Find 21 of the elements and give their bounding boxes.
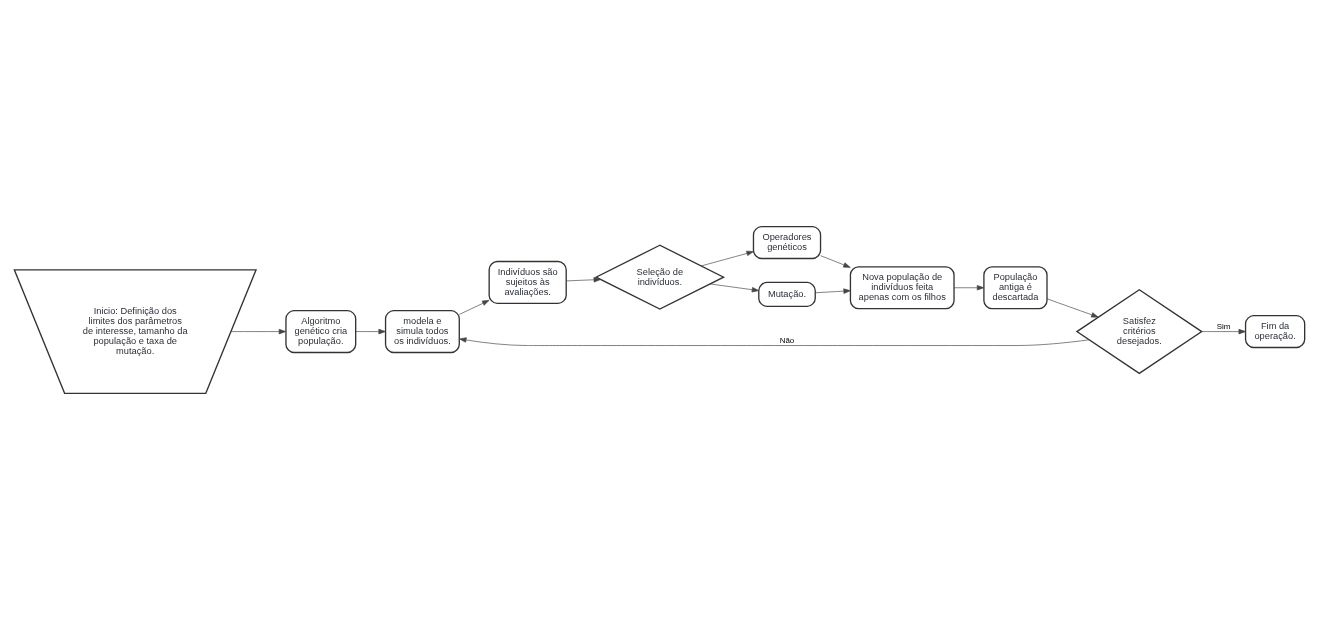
arrow <box>709 283 760 292</box>
arrow <box>1046 298 1099 317</box>
node-box: modela e simula todos os indivíduos. <box>384 309 460 353</box>
arrow <box>459 299 490 315</box>
arrow <box>459 336 1090 346</box>
arrow <box>566 276 601 282</box>
node-box: População antiga é descartada <box>983 265 1048 309</box>
node-diamond: Satisfez critérios desejados. <box>1075 288 1203 374</box>
arrow <box>1201 328 1246 334</box>
node-box: Fim da operação. <box>1244 314 1306 348</box>
arrow <box>701 250 754 266</box>
arrow <box>355 328 386 334</box>
arrow <box>814 287 851 294</box>
arrow <box>230 328 287 334</box>
node-box: Operadores genéticos <box>752 225 822 259</box>
arrow <box>953 284 985 290</box>
arrow <box>820 254 851 268</box>
node-box: Mutação. <box>758 281 816 307</box>
node-box: Nova população de indivíduos feita apenas com os filhos <box>849 265 955 309</box>
node-box: Indivíduos são sujeitos às avaliações. <box>488 260 567 304</box>
node-box: Algoritmo genético cria população. <box>285 309 357 353</box>
